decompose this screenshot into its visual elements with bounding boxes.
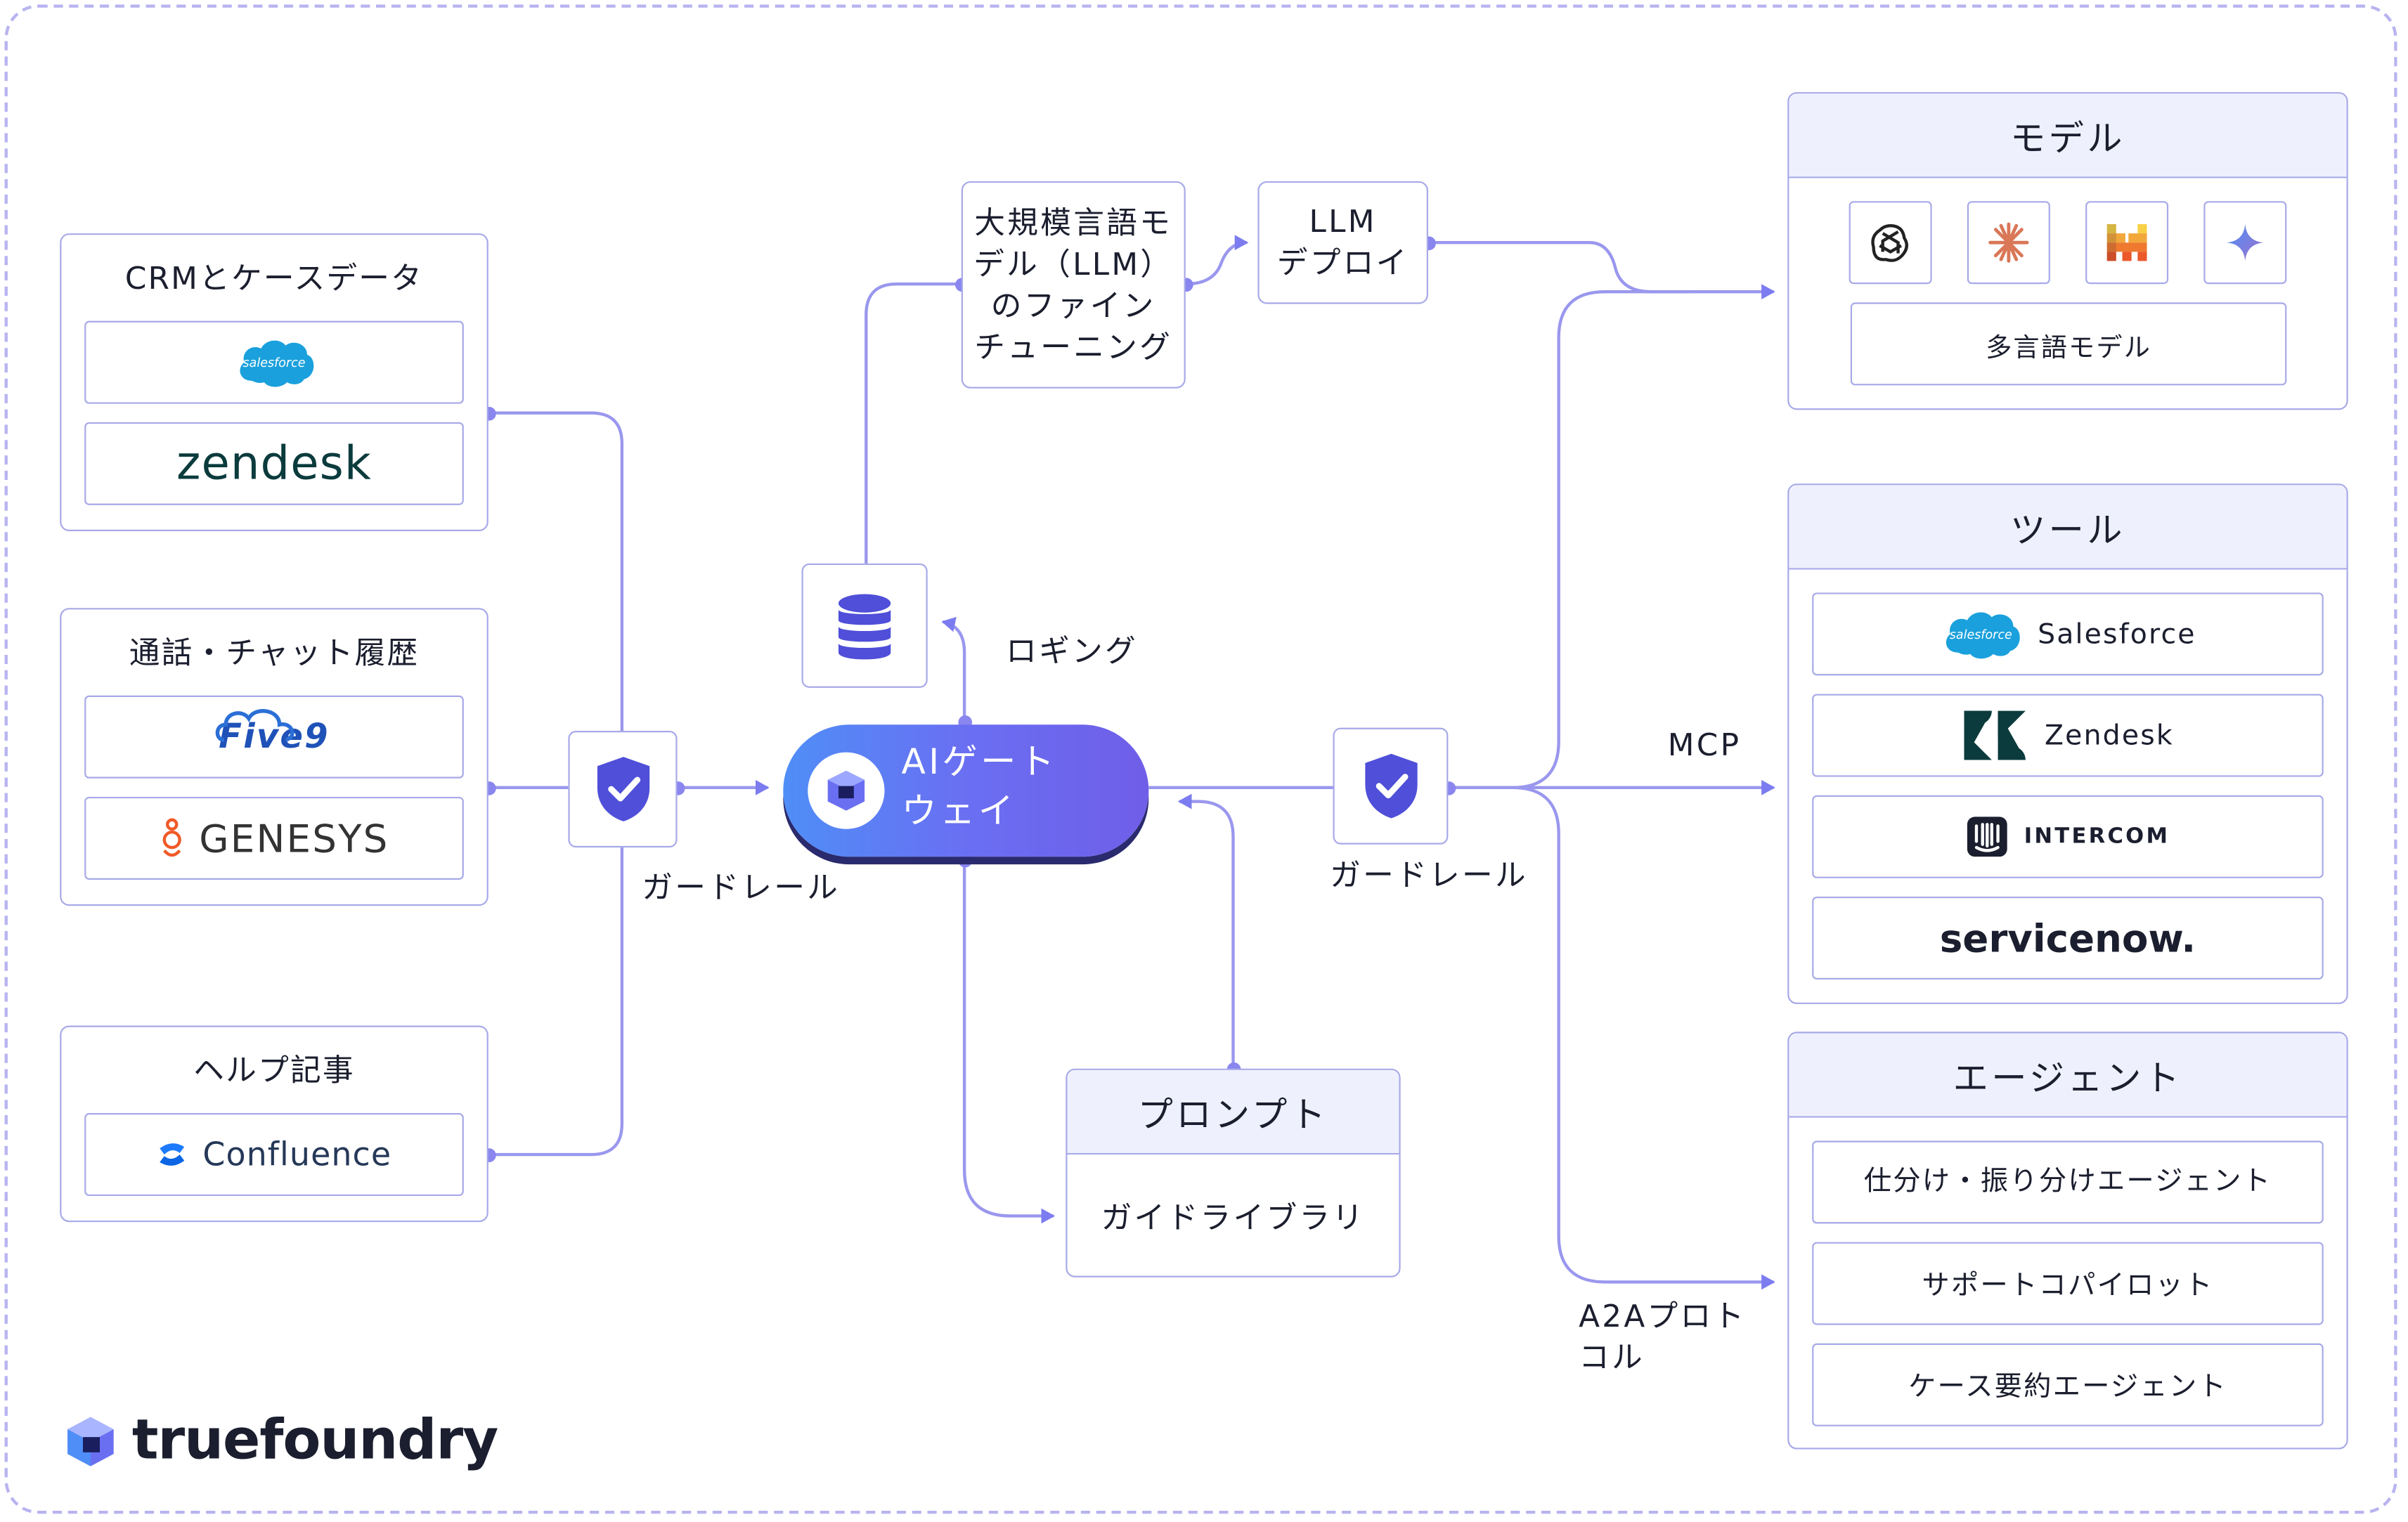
deploy-label: LLM デプロイ <box>1277 201 1409 284</box>
agent-copilot-label: サポートコパイロット <box>1922 1269 2214 1302</box>
multilingual-model-tile[interactable]: 多言語モデル <box>1850 302 2287 386</box>
logging-database[interactable] <box>801 563 928 688</box>
history-group: 通話・チャット履歴 Five9 GENESYS <box>60 608 488 906</box>
mistral-icon[interactable] <box>2085 201 2169 285</box>
agent-copilot[interactable]: サポートコパイロット <box>1812 1242 2324 1325</box>
shield-check-icon <box>1364 753 1417 819</box>
models-panel: モデル 多言語モデル <box>1787 92 2348 410</box>
agents-panel: エージェント 仕分け・振り分けエージェント サポートコパイロット ケース要約エー… <box>1787 1032 2348 1450</box>
guardrail-right-label: ガードレール <box>1330 857 1528 894</box>
agents-title: エージェント <box>1789 1033 2347 1118</box>
finetune-line: 大規模言語モ <box>974 203 1173 240</box>
line-deploy-models <box>1428 241 1775 300</box>
mcp-label: MCP <box>1667 726 1742 763</box>
finetune-line: チューニング <box>974 327 1173 365</box>
genesys-tile[interactable]: GENESYS <box>84 796 464 880</box>
genesys-icon <box>162 818 181 857</box>
zendesk-tile[interactable]: zendesk <box>84 422 464 505</box>
line-finetune-deploy <box>1185 235 1249 286</box>
guardrail-left-label: ガードレール <box>642 869 841 906</box>
line-crm <box>488 411 624 731</box>
prompt-title: プロンプト <box>1067 1069 1399 1155</box>
tool-intercom-label: INTERCOM <box>2024 824 2170 850</box>
logging-label: ロギング <box>1006 632 1139 670</box>
line-help <box>488 847 624 1157</box>
prompt-panel: プロンプト ガイドライブラリ <box>1066 1068 1401 1277</box>
salesforce-logo-text: salesforce <box>1949 627 2012 642</box>
ai-gateway-label: AIゲート ウェイ <box>902 739 1132 837</box>
history-group-title: 通話・チャット履歴 <box>129 634 420 671</box>
five9-tile[interactable]: Five9 <box>84 695 464 779</box>
a2a-label: A2Aプロト コル <box>1579 1296 1746 1379</box>
line-db-finetune <box>865 282 962 564</box>
truefoundry-cube-icon <box>808 752 885 829</box>
agent-case-summary-label: ケース要約エージェント <box>1908 1371 2227 1403</box>
deploy-box[interactable]: LLM デプロイ <box>1257 181 1428 304</box>
database-icon <box>838 593 891 659</box>
line-gw-prompt <box>962 857 1056 1224</box>
ai-gateway-line1: AIゲート <box>901 743 1058 783</box>
zendesk-logo: zendesk <box>176 436 372 491</box>
deploy-line: LLM <box>1309 202 1377 240</box>
truefoundry-logo-icon <box>67 1416 114 1466</box>
line-guard-models <box>1448 290 1690 790</box>
deploy-line: デプロイ <box>1276 244 1409 281</box>
confluence-tile[interactable]: Confluence <box>84 1113 464 1197</box>
agent-triage[interactable]: 仕分け・振り分けエージェント <box>1812 1140 2324 1224</box>
guardrail-right[interactable] <box>1333 727 1449 845</box>
five9-logo: Five9 <box>216 708 330 757</box>
truefoundry-wordmark: truefoundry <box>131 1409 498 1473</box>
dashed-frame <box>4 4 2397 1514</box>
openai-icon[interactable] <box>1849 201 1932 285</box>
agent-case-summary[interactable]: ケース要約エージェント <box>1812 1343 2324 1426</box>
tool-servicenow[interactable]: servicenow. <box>1812 896 2324 980</box>
guide-library[interactable]: ガイドライブラリ <box>1101 1199 1366 1236</box>
tool-zendesk[interactable]: Zendesk <box>1812 694 2324 777</box>
help-group: ヘルプ記事 Confluence <box>60 1025 488 1223</box>
models-title: モデル <box>1789 93 2347 178</box>
a2a-line: コル <box>1579 1339 1645 1376</box>
tool-salesforce[interactable]: salesforce Salesforce <box>1812 592 2324 676</box>
a2a-line: A2Aプロト <box>1579 1297 1747 1334</box>
tool-zendesk-label: Zendesk <box>2045 719 2174 752</box>
tool-salesforce-label: Salesforce <box>2038 618 2196 651</box>
guardrail-left[interactable] <box>568 731 678 848</box>
tools-panel: ツール salesforce Salesforce Zendesk INTERC… <box>1787 483 2348 1004</box>
five9-logo-text: Five9 <box>219 717 330 757</box>
intercom-icon <box>1967 817 2007 857</box>
ai-gateway[interactable]: AIゲート ウェイ <box>783 724 1149 857</box>
finetune-box[interactable]: 大規模言語モ デル（LLM） のファイン チューニング <box>961 181 1186 389</box>
gemini-icon[interactable] <box>2203 201 2287 285</box>
salesforce-logo-icon: salesforce <box>233 334 316 390</box>
ai-gateway-line2: ウェイ <box>901 792 1017 833</box>
line-prompt-gw <box>1177 793 1235 1069</box>
crm-group: CRMとケースデータ salesforce zendesk <box>60 233 488 531</box>
tools-title: ツール <box>1789 485 2347 570</box>
finetune-label: 大規模言語モ デル（LLM） のファイン チューニング <box>973 202 1173 368</box>
tool-intercom[interactable]: INTERCOM <box>1812 795 2324 878</box>
finetune-line: デル（LLM） <box>973 245 1174 282</box>
line-logging <box>941 616 966 722</box>
finetune-line: のファイン <box>990 286 1156 323</box>
shield-check-icon <box>596 757 649 821</box>
anthropic-icon[interactable] <box>1967 201 2050 285</box>
confluence-icon <box>160 1143 185 1166</box>
salesforce-logo-text: salesforce <box>242 355 306 370</box>
tool-servicenow-label: servicenow. <box>1939 916 2196 961</box>
truefoundry-brand: truefoundry <box>61 1409 498 1473</box>
crm-group-title: CRMとケースデータ <box>124 259 424 297</box>
salesforce-logo-icon: salesforce <box>1939 606 2022 662</box>
line-guard-agents <box>1513 786 1775 1290</box>
confluence-logo-text: Confluence <box>202 1136 392 1173</box>
multilingual-model-label: 多言語モデル <box>1986 332 2152 363</box>
genesys-logo-text: GENESYS <box>199 816 389 861</box>
agent-triage-label: 仕分け・振り分けエージェント <box>1863 1165 2272 1198</box>
zendesk-icon <box>1964 710 2026 760</box>
help-group-title: ヘルプ記事 <box>193 1051 355 1089</box>
salesforce-tile[interactable]: salesforce <box>84 320 464 404</box>
